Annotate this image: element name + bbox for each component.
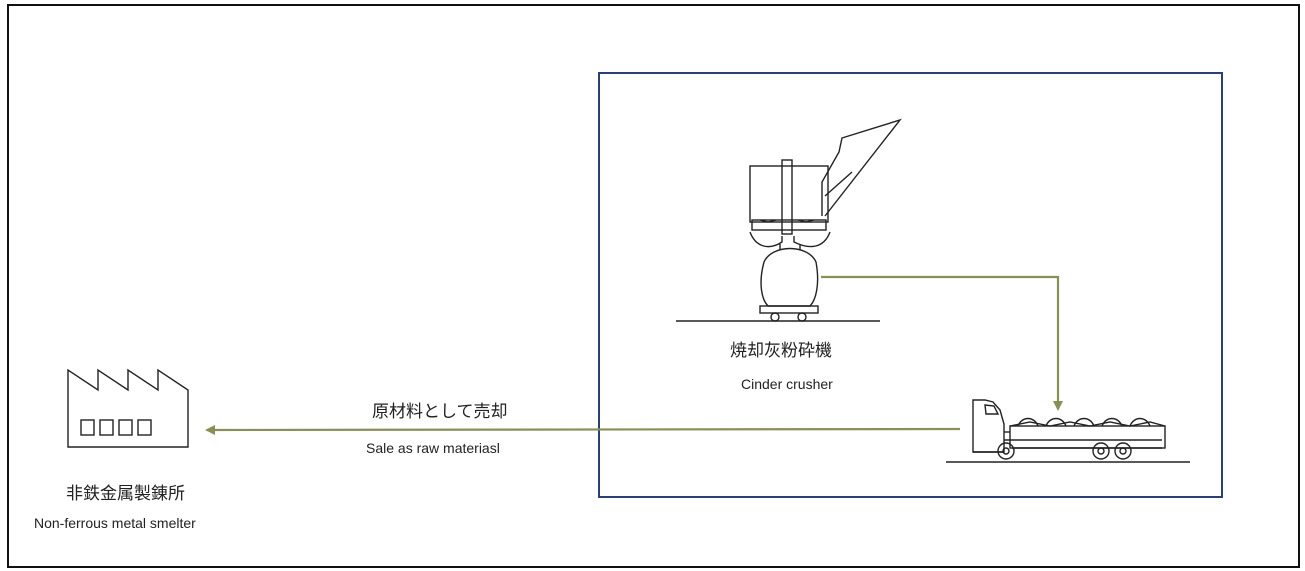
smelter-label-en: Non-ferrous metal smelter (34, 515, 196, 531)
facility-boundary (598, 72, 1223, 498)
flow-label-jp: 原材料として売却 (372, 402, 508, 422)
flow-label-en: Sale as raw materiasl (366, 440, 500, 456)
factory-icon (67, 368, 189, 448)
truck-to-smelter-arrow (205, 424, 961, 435)
truck-icon (946, 399, 1190, 463)
smelter-label-jp: 非鉄金属製錬所 (66, 484, 185, 504)
crusher-label-jp: 焼却灰粉砕機 (730, 341, 832, 361)
crusher-to-truck-arrow (821, 275, 1063, 411)
crusher-label-en: Cinder crusher (741, 376, 833, 392)
outer-frame (7, 4, 1300, 568)
cinder-crusher-icon (676, 118, 902, 322)
